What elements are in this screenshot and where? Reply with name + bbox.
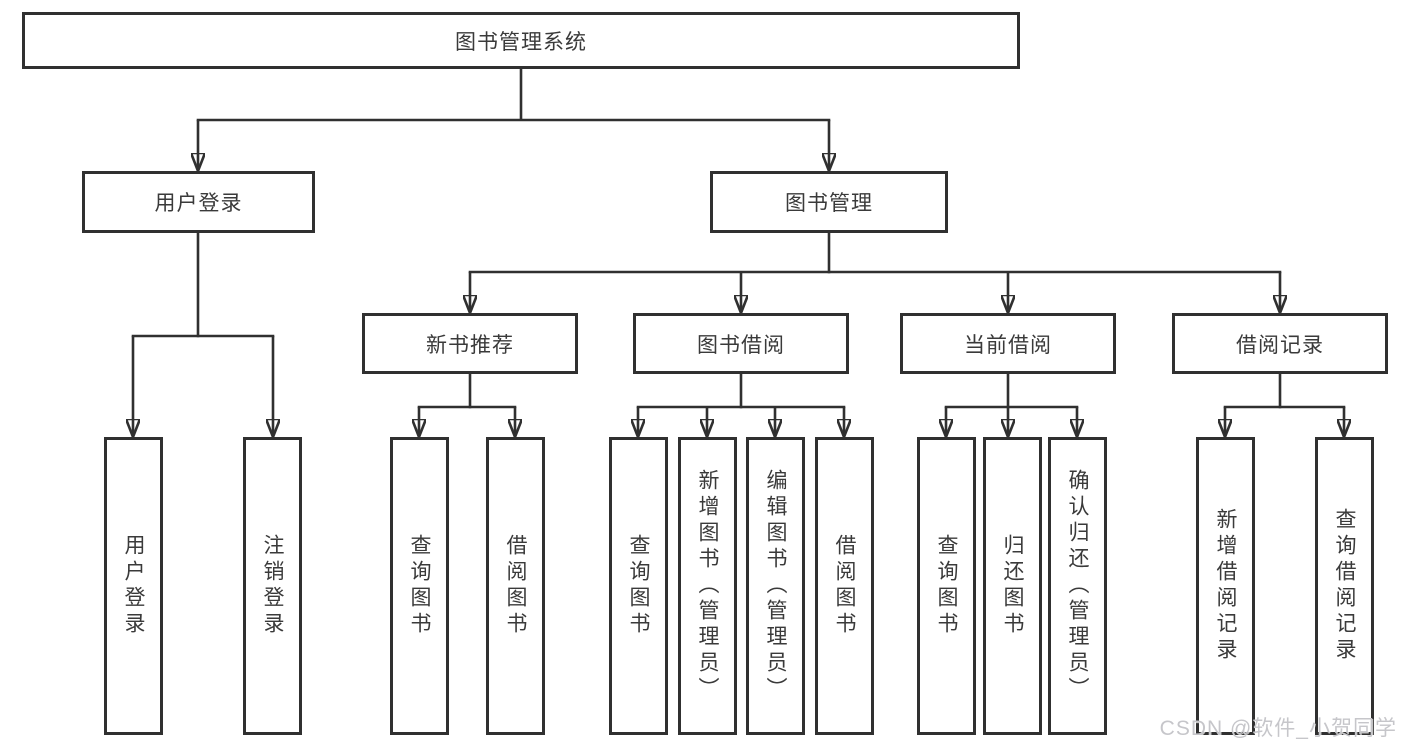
leaf-label: 确认归还（管理员） [1066, 469, 1089, 703]
node-new-book-recommend-label: 新书推荐 [426, 333, 514, 357]
leaf-borrow-books-recommend: 借阅图书 [486, 437, 545, 735]
leaf-label: 注销登录 [261, 534, 284, 638]
node-book-borrowing-label: 图书借阅 [697, 333, 785, 357]
node-borrowing-records-label: 借阅记录 [1236, 333, 1324, 357]
leaf-label: 新增图书（管理员） [696, 469, 719, 703]
leaf-label: 归还图书 [1001, 534, 1024, 638]
leaf-query-books-borrow: 查询图书 [609, 437, 668, 735]
leaf-confirm-return-admin: 确认归还（管理员） [1048, 437, 1107, 735]
leaf-label: 查询图书 [408, 534, 431, 638]
leaf-add-borrow-record: 新增借阅记录 [1196, 437, 1255, 735]
leaf-label: 新增借阅记录 [1214, 508, 1237, 664]
node-root-label: 图书管理系统 [455, 30, 587, 54]
node-user-login-label: 用户登录 [154, 192, 243, 215]
node-user-login: 用户登录 [82, 171, 315, 233]
leaf-label: 查询图书 [935, 534, 958, 638]
leaf-user-login: 用户登录 [104, 437, 163, 735]
leaf-label: 编辑图书（管理员） [764, 469, 787, 703]
leaf-add-books-admin: 新增图书（管理员） [678, 437, 737, 735]
node-current-borrowing: 当前借阅 [900, 313, 1116, 374]
node-book-management: 图书管理 [710, 171, 948, 233]
node-root: 图书管理系统 [22, 12, 1020, 69]
node-borrowing-records: 借阅记录 [1172, 313, 1388, 374]
leaf-label: 查询借阅记录 [1333, 508, 1356, 664]
node-current-borrowing-label: 当前借阅 [964, 333, 1052, 357]
leaf-label: 借阅图书 [833, 534, 856, 638]
node-book-borrowing: 图书借阅 [633, 313, 849, 374]
node-new-book-recommend: 新书推荐 [362, 313, 578, 374]
leaf-query-borrow-record: 查询借阅记录 [1315, 437, 1374, 735]
node-book-management-label: 图书管理 [785, 192, 873, 215]
leaf-label: 用户登录 [122, 534, 145, 638]
leaf-borrow-books: 借阅图书 [815, 437, 874, 735]
leaf-query-books-recommend: 查询图书 [390, 437, 449, 735]
csdn-watermark: CSDN @软件_小贺同学 [1159, 717, 1397, 740]
leaf-label: 借阅图书 [504, 534, 527, 638]
leaf-label: 查询图书 [627, 534, 650, 638]
leaf-logout: 注销登录 [243, 437, 302, 735]
leaf-query-books-current: 查询图书 [917, 437, 976, 735]
leaf-edit-books-admin: 编辑图书（管理员） [746, 437, 805, 735]
leaf-return-books: 归还图书 [983, 437, 1042, 735]
